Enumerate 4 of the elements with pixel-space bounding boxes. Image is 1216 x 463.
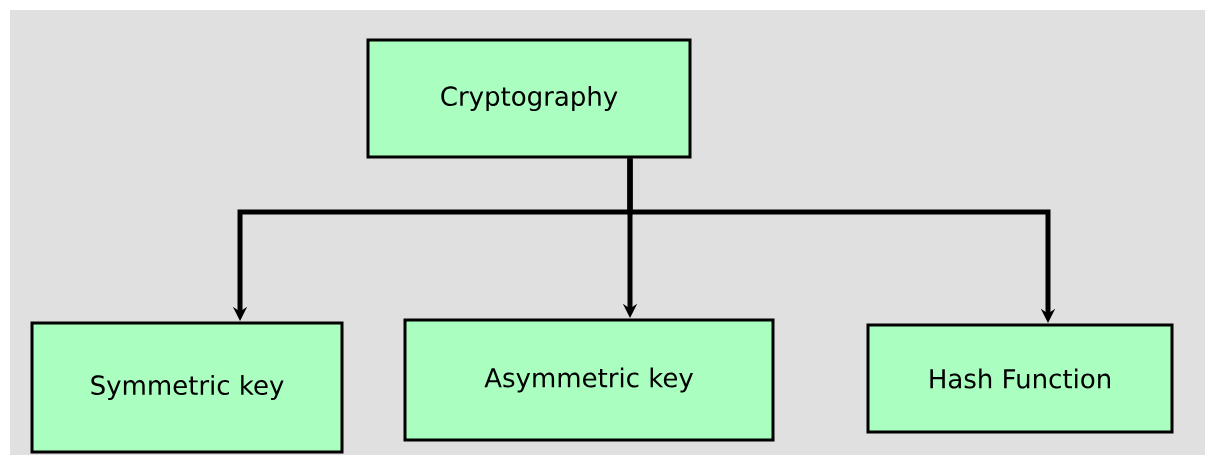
category-box: Symmetric key [30,321,344,454]
category-box: Asymmetric key [403,318,775,442]
category-box: Cryptography [366,38,692,159]
category-box: Hash Function [866,323,1174,434]
